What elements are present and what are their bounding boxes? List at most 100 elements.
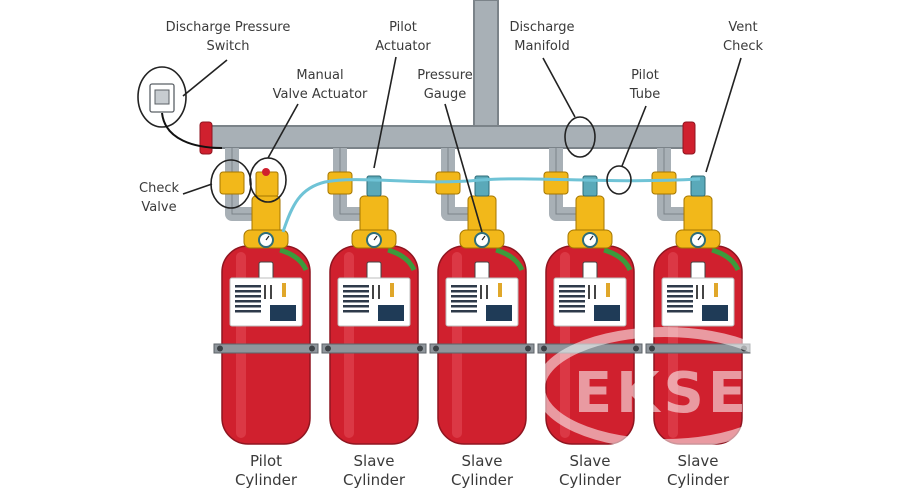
label-mark-a-3 xyxy=(480,285,482,299)
strap-bolt-left-2 xyxy=(325,345,331,352)
check-valve-2 xyxy=(327,171,353,195)
manual-actuator-knob xyxy=(262,168,270,176)
label-flame-1 xyxy=(282,283,286,297)
label-text-line-3-5 xyxy=(451,305,477,308)
cylinder-label-5: Slave Cylinder xyxy=(666,452,730,489)
label-text-line-5-2 xyxy=(667,290,693,293)
label-mark-a-4 xyxy=(588,285,590,299)
label-text-line-5-5 xyxy=(667,305,693,308)
label-text-line-2-6 xyxy=(343,310,369,313)
label-text-line-4-4 xyxy=(559,300,585,303)
strap-bolt-right-3 xyxy=(525,345,531,352)
label-text-line-3-4 xyxy=(451,300,477,303)
label-discharge-pressure-switch: Discharge Pressure Switch xyxy=(165,20,291,54)
elbow-pipe-outline-4 xyxy=(555,148,580,215)
strap-bolt-right-2 xyxy=(417,345,423,352)
label-flame-3 xyxy=(498,283,502,297)
manifold-end-cap-left xyxy=(199,121,213,155)
label-vent-check: Vent Check xyxy=(723,20,763,54)
strap-bolt-left-3 xyxy=(433,345,439,352)
gauge-needle-2 xyxy=(373,235,378,241)
label-text-line-3-3 xyxy=(451,295,477,298)
label-text-line-3-1 xyxy=(451,285,477,288)
label-text-line-2-5 xyxy=(343,305,369,308)
collar-accent-3 xyxy=(495,247,525,272)
label-text-line-4-1 xyxy=(559,285,585,288)
gauge-needle-5 xyxy=(697,235,702,241)
actuator-nut-5 xyxy=(690,175,706,197)
watermark: EKSE xyxy=(535,327,795,449)
cylinder-label-3: Slave Cylinder xyxy=(450,452,514,489)
label-text-line-2-3 xyxy=(343,295,369,298)
elbow-pipe-outline-1 xyxy=(231,148,256,215)
pilot-tube xyxy=(281,177,701,233)
label-text-line-2-4 xyxy=(343,300,369,303)
label-text-line-4-5 xyxy=(559,305,585,308)
label-mark-a-2 xyxy=(372,285,374,299)
label-text-line-1-4 xyxy=(235,300,261,303)
leader-pilot-actuator xyxy=(373,56,397,169)
mounting-strap-3 xyxy=(429,343,535,354)
pressure-switch-cable xyxy=(161,112,223,149)
leader-pressure-gauge xyxy=(444,103,483,233)
label-text-line-4-3 xyxy=(559,295,585,298)
label-mark-a-5 xyxy=(696,285,698,299)
label-dark-block-3 xyxy=(486,305,512,321)
label-text-line-3-2 xyxy=(451,290,477,293)
label-dark-block-5 xyxy=(702,305,728,321)
label-mark-b-4 xyxy=(594,285,596,299)
cylinder-label-1: Pilot Cylinder xyxy=(234,452,298,489)
leader-vent-check xyxy=(705,57,742,173)
check-valve-5 xyxy=(651,171,677,195)
label-mark-b-1 xyxy=(270,285,272,299)
label-text-line-3-6 xyxy=(451,310,477,313)
gauge-needle-3 xyxy=(481,235,486,241)
label-check-valve: Check Valve xyxy=(139,181,179,215)
label-text-line-4-6 xyxy=(559,310,585,313)
label-mark-b-5 xyxy=(702,285,704,299)
strap-bolt-left-4 xyxy=(541,345,547,352)
elbow-pipe-outline-3 xyxy=(447,148,472,215)
label-dark-block-1 xyxy=(270,305,296,321)
cylinder-label-4: Slave Cylinder xyxy=(558,452,622,489)
gauge-needle-1 xyxy=(265,235,270,241)
label-manual-valve-actuator: Manual Valve Actuator xyxy=(272,68,368,102)
cylinder-label-2: Slave Cylinder xyxy=(342,452,406,489)
leader-pilot-tube xyxy=(621,105,647,167)
label-text-line-1-3 xyxy=(235,295,261,298)
strap-bolt-left-5 xyxy=(649,345,655,352)
label-text-line-1-1 xyxy=(235,285,261,288)
manifold-end-cap-right xyxy=(682,121,696,155)
label-text-line-1-6 xyxy=(235,310,261,313)
label-pilot-actuator: Pilot Actuator xyxy=(375,20,431,54)
label-text-line-5-3 xyxy=(667,295,693,298)
label-text-line-2-2 xyxy=(343,290,369,293)
leader-discharge-manifold xyxy=(542,57,576,118)
pressure-switch-callout-ring xyxy=(137,66,187,128)
strap-bolt-left-1 xyxy=(217,345,223,352)
discharge-manifold-callout-ring xyxy=(564,116,596,158)
label-mark-b-2 xyxy=(378,285,380,299)
label-dark-block-4 xyxy=(594,305,620,321)
label-text-line-5-1 xyxy=(667,285,693,288)
label-dark-block-2 xyxy=(378,305,404,321)
label-text-line-1-5 xyxy=(235,305,261,308)
leader-manual-actuator xyxy=(267,103,299,159)
label-flame-4 xyxy=(606,283,610,297)
label-pressure-gauge: Pressure Gauge xyxy=(417,68,473,102)
label-pilot-tube: Pilot Tube xyxy=(629,68,661,102)
leader-check-valve xyxy=(182,183,213,195)
label-text-line-2-1 xyxy=(343,285,369,288)
label-flame-2 xyxy=(390,283,394,297)
svg-text:EKSE: EKSE xyxy=(574,361,750,426)
leader-pressure-switch xyxy=(182,59,228,97)
collar-accent-4 xyxy=(603,247,633,272)
label-text-line-5-6 xyxy=(667,310,693,313)
collar-accent-1 xyxy=(279,247,309,272)
label-text-line-4-2 xyxy=(559,290,585,293)
strap-bolt-right-4 xyxy=(633,345,639,352)
mounting-strap-2 xyxy=(321,343,427,354)
pilot-tube-callout-ring xyxy=(606,165,632,195)
